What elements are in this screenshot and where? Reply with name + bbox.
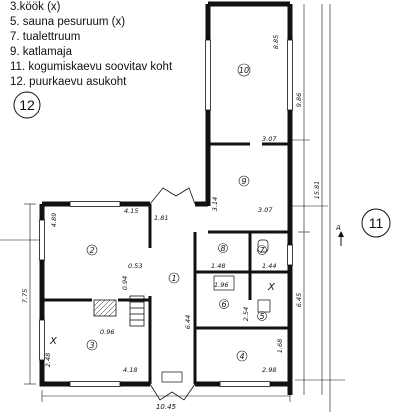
dim-1-68: 1.68: [276, 339, 284, 353]
room-label-5: 5: [259, 312, 264, 321]
dim-0-53: 0.53: [128, 262, 142, 270]
dim-2-98: 2.98: [262, 366, 276, 374]
room-labels: 2 3 1 4 5 6 7 8 9 10 X X: [49, 63, 276, 362]
room-label-2: 2: [89, 246, 94, 255]
dimension-labels: 10.45 7.75 15.81 6.45 8.85 9.86 3.07 3.0…: [21, 35, 321, 411]
dim-1-44: 1.44: [262, 262, 276, 270]
legend-item-kitchen: 3.köök (x): [10, 1, 61, 13]
dim-3-14: 3.14: [211, 197, 219, 211]
dim-0-94: 0.94: [121, 276, 129, 290]
south-entrance: [149, 371, 196, 401]
room-label-8: 8: [220, 244, 225, 253]
west-south-wall: [39, 204, 150, 387]
legend-item-toilet: 7. tualettruum: [10, 31, 80, 43]
window-room7-east: [287, 244, 293, 266]
dim-7-75: 7.75: [21, 289, 29, 303]
window-room3-south: [69, 381, 121, 387]
marker-12-label: 12: [19, 97, 35, 113]
window-wing-east: [287, 39, 293, 111]
marker-12-circle: [13, 91, 41, 119]
marker-12: 12: [13, 91, 41, 119]
legend-item-collection-well: 11. kogumiskaevu soovitav koht: [10, 61, 173, 73]
dim-1-96: 1.96: [214, 281, 228, 289]
dim-3-07-top: 3.07: [262, 135, 277, 143]
north-arrow-head: [338, 231, 344, 237]
room-label-4: 4: [239, 352, 244, 361]
room-label-7: 7: [259, 246, 265, 255]
marker-11-circle: [361, 208, 391, 238]
bath-fixture: [213, 275, 235, 291]
dim-0-96: 0.96: [100, 328, 114, 336]
dim-2-54: 2.54: [242, 307, 250, 321]
marker-11-label: 11: [369, 215, 384, 231]
north-arrow: A: [335, 224, 344, 246]
dim-1-48: 1.48: [211, 262, 225, 270]
window-wing-west: [205, 39, 211, 111]
window-kitchen-north: [69, 201, 121, 207]
dim-2-48: 2.48: [44, 353, 52, 367]
marker-11: 11: [361, 208, 391, 238]
dim-4-18: 4.18: [123, 366, 137, 374]
dimension-lines: [0, 4, 345, 412]
kitchen-x-mark: X: [49, 336, 58, 347]
north-entrance: [149, 187, 196, 205]
north-arrow-letter: A: [335, 224, 341, 232]
window-room3-west: [39, 319, 45, 361]
legend: 3.köök (x) 5. sauna pesuruum (x) 7. tual…: [10, 1, 173, 88]
fixtures: [213, 239, 271, 313]
dim-6-44: 6.44: [184, 315, 192, 329]
toilet-fixture: [257, 239, 269, 253]
legend-item-borehole: 12. puurkaevu asukoht: [10, 76, 127, 88]
legend-item-boiler-house: 9. katlamaja: [10, 46, 73, 58]
stove-hatch: [93, 295, 145, 327]
stair-block: [129, 295, 145, 327]
room-label-9: 9: [241, 177, 246, 186]
room-label-6: 6: [221, 300, 226, 309]
legend-item-sauna: 5. sauna pesuruum (x): [10, 16, 125, 28]
dim-10-45: 10.45: [156, 403, 177, 411]
dim-15-81: 15.81: [313, 181, 321, 200]
room-label-3: 3: [89, 341, 94, 350]
room-label-10: 10: [239, 66, 249, 75]
dim-4-89: 4.89: [50, 213, 58, 227]
south-step: [161, 371, 183, 383]
dim-1-81: 1.81: [154, 214, 168, 222]
dim-3-07-bottom: 3.07: [258, 206, 273, 214]
room-label-1: 1: [171, 274, 176, 283]
window-kitchen-west: [39, 219, 45, 261]
sauna-stove: [257, 299, 271, 313]
north-porch-outline: [149, 187, 196, 205]
sauna-x-mark: X: [267, 282, 276, 293]
dim-8-85: 8.85: [272, 35, 280, 49]
dim-4-15: 4.15: [124, 207, 138, 215]
south-porch-outline: [149, 383, 196, 401]
dim-9-86: 9.86: [295, 93, 303, 107]
interior-walls: [42, 142, 290, 384]
dim-6-45: 6.45: [295, 293, 303, 307]
windows: [39, 39, 293, 387]
window-room4-south: [219, 381, 271, 387]
